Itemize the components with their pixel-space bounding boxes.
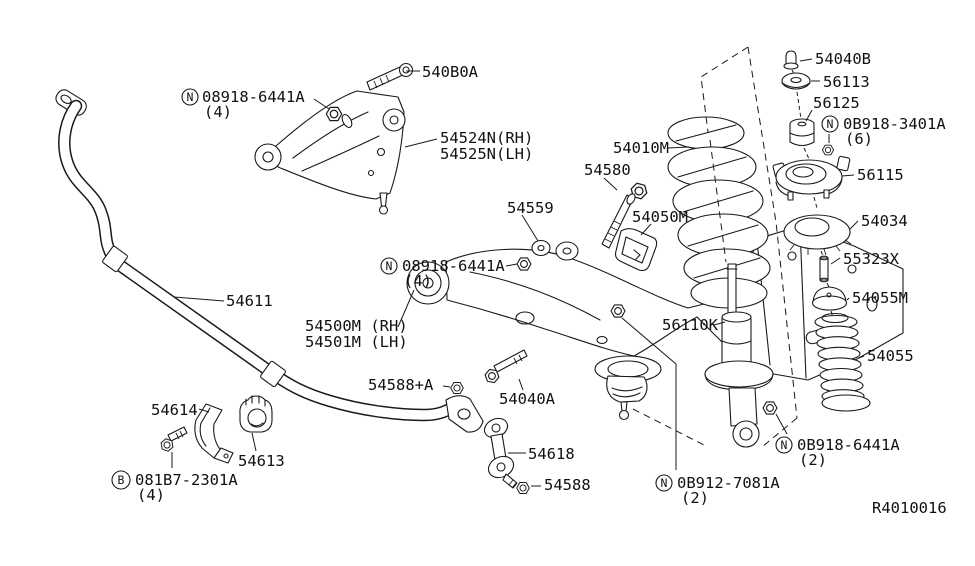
label-54613: 54613 (238, 452, 285, 470)
label-54618: 54618 (528, 445, 575, 463)
label-54588: 54588 (544, 476, 591, 494)
label-lower-arm-lh: 54501M (LH) (305, 333, 408, 351)
diagram-ref-code: R4010016 (872, 499, 947, 517)
seat-54034-drawing (783, 214, 852, 256)
n-symbol: N (827, 117, 834, 131)
link-54618-drawing (483, 417, 518, 489)
b-symbol: B (118, 473, 125, 487)
strut-drawing (704, 263, 778, 448)
upper-control-arm-drawing (254, 90, 406, 215)
n-symbol: N (661, 476, 668, 490)
label-qty-br: (2) (799, 451, 827, 469)
labels: 540B0A N 08918-6441A (4) 54524N(RH) 5452… (111, 50, 947, 517)
label-54580: 54580 (584, 161, 631, 179)
label-54040b: 54040B (815, 50, 871, 68)
bracket-54050m-drawing (614, 228, 658, 272)
label-54055m: 54055M (852, 289, 908, 307)
label-54614: 54614 (151, 401, 198, 419)
label-54559: 54559 (507, 199, 554, 217)
label-54611: 54611 (226, 292, 273, 310)
boot-54055-drawing (814, 312, 871, 412)
label-upper-arm-lh: 54525N(LH) (440, 145, 533, 163)
label-qty-mid: (4) (404, 272, 432, 290)
nut-54588-drawing (516, 482, 530, 494)
n-symbol-circle (380, 257, 398, 275)
label-08918-6441a-top: 08918-6441A (202, 88, 305, 106)
label-qty-081b7: (4) (137, 486, 165, 504)
bolt-540b0a-drawing (366, 62, 414, 91)
label-54034: 54034 (861, 212, 908, 230)
cap-54040b-drawing (783, 50, 799, 70)
assembly-axis-dashes (632, 46, 834, 448)
label-540b0a: 540B0A (422, 63, 479, 81)
bolt-081b7-drawing (158, 426, 188, 453)
bushing-56125-drawing (789, 118, 815, 147)
label-0b918-3401a: 0B918-3401A (843, 115, 946, 133)
label-0b918-6441a-br: 0B918-6441A (797, 436, 900, 454)
label-lower-arm-rh: 54500M (RH) (305, 317, 408, 335)
label-56115: 56115 (857, 166, 904, 184)
bump-stop-54055m-drawing (811, 286, 848, 311)
nut-0b912-drawing (610, 304, 626, 318)
label-54588a: 54588+A (368, 376, 434, 394)
label-56113: 56113 (823, 73, 870, 91)
n-symbol-circle (821, 115, 839, 133)
clamp-54614-drawing (194, 403, 234, 464)
bolt-54580-drawing (601, 181, 650, 249)
washer-56113-drawing (781, 72, 811, 90)
bushing-54613-drawing (239, 395, 273, 433)
label-54055: 54055 (867, 347, 914, 365)
label-qty-bm: (2) (681, 489, 709, 507)
pivot-washers-drawing (516, 239, 579, 271)
label-081b7-2301a: 081B7-2301A (135, 471, 238, 489)
bolt-54040a-drawing (483, 349, 528, 384)
n-symbol: N (187, 90, 194, 104)
label-56125: 56125 (813, 94, 860, 112)
label-55323x: 55323X (843, 250, 900, 268)
label-upper-arm-rh: 54524N(RH) (440, 129, 533, 147)
upper-arm-nut-drawing (325, 106, 353, 129)
label-qty-right: (6) (845, 130, 873, 148)
leader-lines (171, 58, 865, 487)
label-54050m: 54050M (632, 208, 688, 226)
stabilizer-bar-drawing (55, 89, 484, 433)
n-symbol-circle (181, 88, 199, 106)
mount-56115-drawing (772, 155, 851, 201)
lower-control-arm-drawing (406, 225, 904, 421)
nut-3401a-drawing (821, 144, 835, 156)
label-0b912-7081a: 0B912-7081A (677, 474, 780, 492)
b-symbol-circle (111, 470, 131, 490)
pin-55323x-drawing (819, 255, 829, 283)
label-54040a: 54040A (499, 390, 556, 408)
label-qty-top: (4) (204, 103, 232, 121)
n-symbol: N (781, 438, 788, 452)
nut-54588a-drawing (450, 382, 464, 394)
n-symbol-circle (775, 436, 793, 454)
label-56110k: 56110K (662, 316, 719, 334)
n-symbol: N (386, 259, 393, 273)
label-coil-spring: 54010M (613, 139, 669, 157)
label-08918-6441a-mid: 08918-6441A (402, 257, 505, 275)
n-symbol-circle (655, 474, 673, 492)
